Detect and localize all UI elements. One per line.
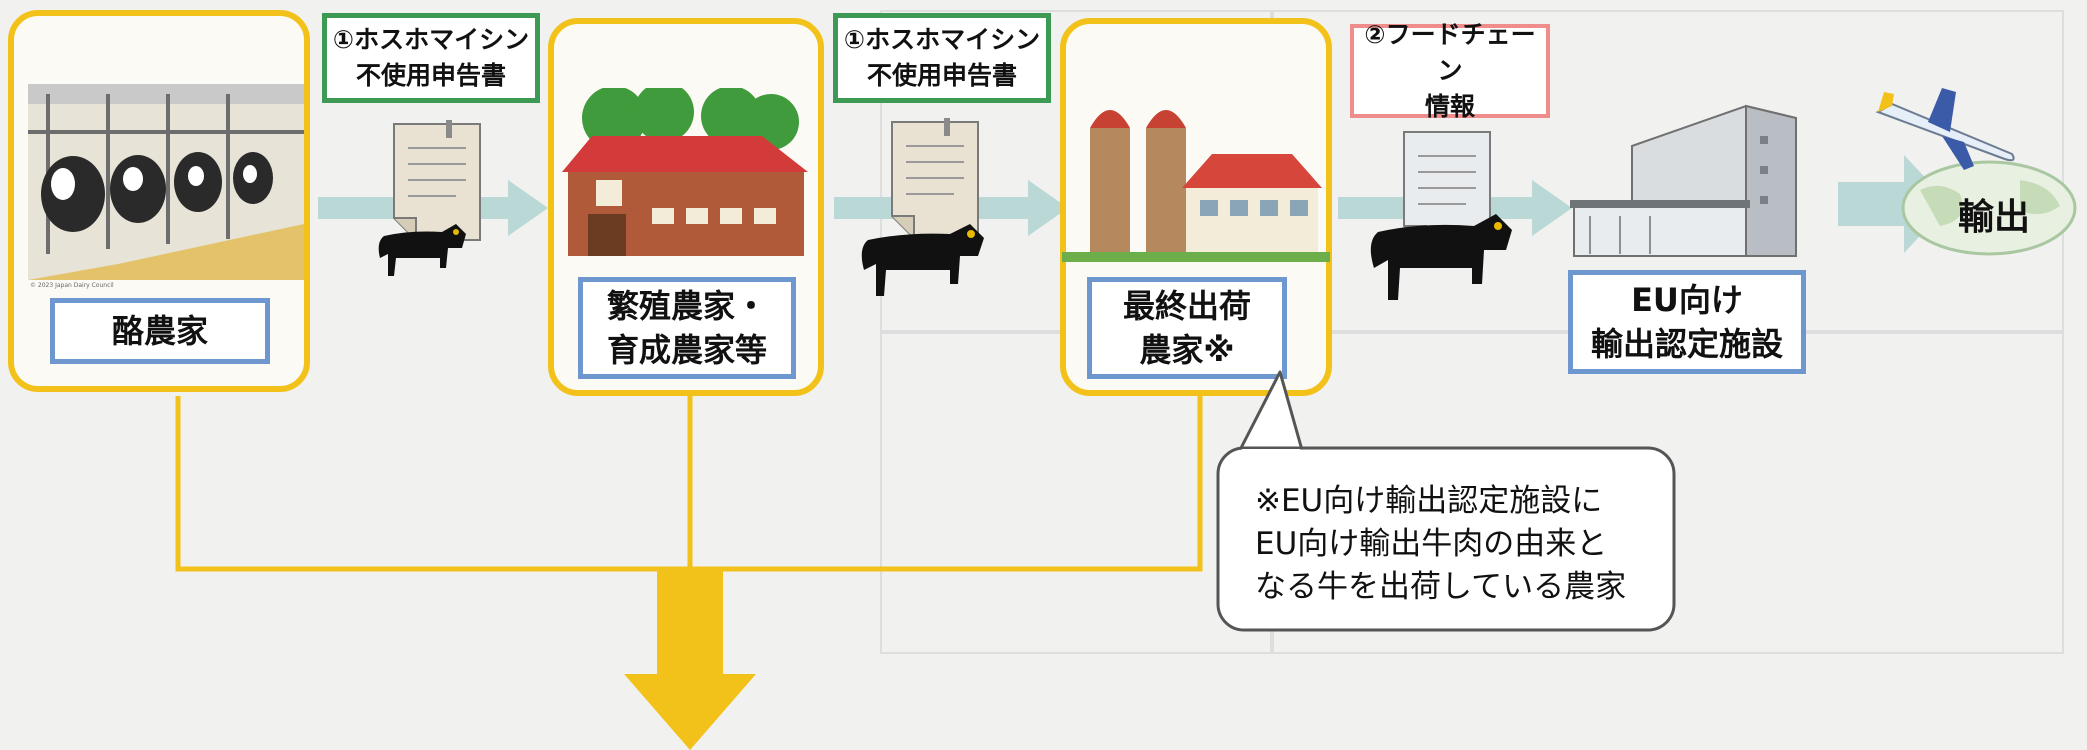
background-form-rule (880, 330, 2064, 334)
cattle-icon (378, 224, 466, 276)
document-icon (891, 118, 979, 239)
farm-silo-illustration (1062, 110, 1330, 262)
globe-illustration (1901, 160, 2077, 256)
cattle-icon (861, 224, 984, 296)
down-arrow-shaft (657, 569, 723, 674)
airplane-icon (1875, 88, 2015, 170)
stage-label-export-facility: EU向け 輸出認定施設 (1568, 270, 1806, 374)
stage-label-dairy: 酪農家 (50, 298, 270, 364)
callout-text: ※EU向け輸出認定施設に EU向け輸出牛肉の由来と なる牛を出荷している農家 (1255, 483, 1627, 605)
facility-building-illustration (1570, 104, 1797, 257)
barn-illustration (562, 88, 808, 256)
cattle-icon (1370, 214, 1512, 300)
dairy-barn-photo (28, 84, 304, 280)
export-label: 輸出 (1958, 197, 2031, 238)
photo-credit: © 2023 Japan Dairy Council (30, 282, 114, 289)
document-icon (393, 120, 481, 241)
document-tag-food-chain-info: ②フードチェーン 情報 (1350, 20, 1550, 121)
document-tag-fosfomycin-2: ①ホスホマイシン 不使用申告書 (833, 13, 1051, 103)
stage-label-final-farm: 最終出荷 農家※ (1087, 277, 1287, 379)
down-arrow-head (624, 674, 756, 750)
document-tag-fosfomycin-1: ①ホスホマイシン 不使用申告書 (322, 13, 540, 103)
stage-label-breeding: 繁殖農家・ 育成農家等 (578, 277, 796, 379)
